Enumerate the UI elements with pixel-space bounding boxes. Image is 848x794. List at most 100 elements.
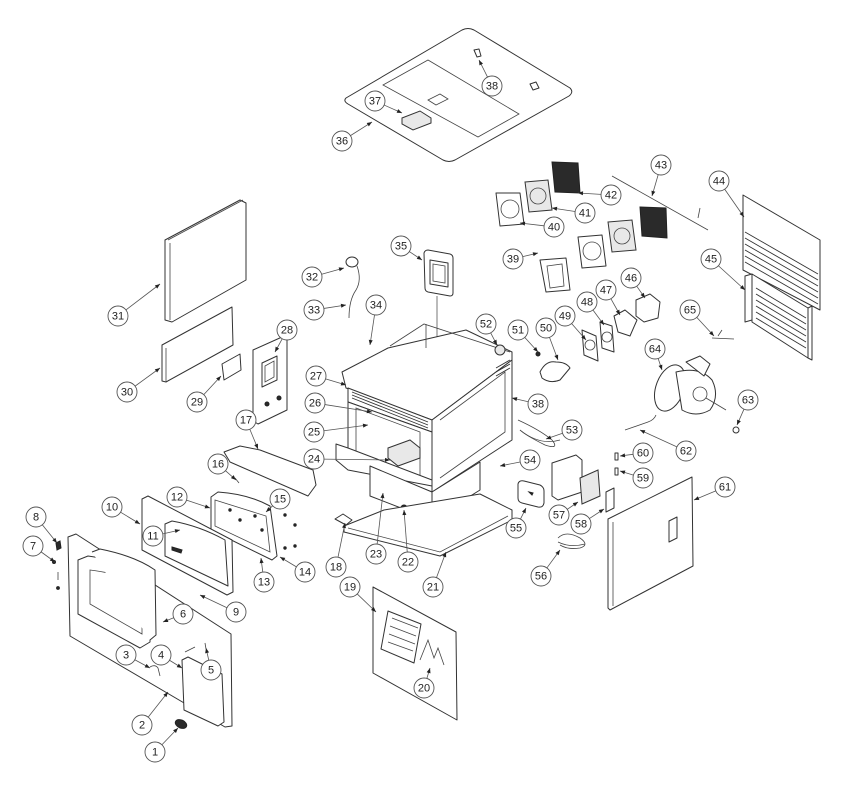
- callout-54: 54: [519, 449, 541, 471]
- leader-arrowhead: [371, 607, 376, 612]
- leader-arrowhead: [163, 618, 169, 622]
- callout-65: 65: [679, 299, 701, 321]
- svg-text:51: 51: [512, 325, 524, 337]
- callout-38-body: 38: [527, 393, 549, 415]
- part-control-panel: [252, 336, 288, 425]
- part-cable: [519, 429, 561, 443]
- svg-text:54: 54: [524, 455, 536, 467]
- callout-6: 6: [172, 603, 194, 625]
- svg-text:26: 26: [309, 398, 321, 410]
- leader-line: [323, 458, 391, 461]
- leader-arrowhead: [342, 523, 346, 529]
- leader-arrowhead: [366, 122, 372, 127]
- leader-arrowhead: [658, 364, 663, 370]
- svg-text:13: 13: [258, 577, 270, 589]
- leader-line: [134, 367, 161, 387]
- callout-62: 62: [675, 440, 697, 462]
- svg-text:5: 5: [208, 665, 214, 677]
- leader-arrowhead: [581, 334, 586, 340]
- callout-60: 60: [632, 442, 654, 464]
- svg-text:16: 16: [212, 459, 224, 471]
- callout-55: 55: [505, 517, 527, 539]
- part-door-latch-hardware: [52, 540, 62, 590]
- svg-text:65: 65: [684, 305, 696, 317]
- callout-28: 28: [276, 319, 298, 341]
- callout-38-lid: 38: [481, 75, 503, 97]
- callout-12: 12: [166, 486, 188, 508]
- svg-text:53: 53: [566, 425, 578, 437]
- leader-arrowhead: [520, 221, 526, 226]
- leader-line: [337, 522, 346, 558]
- callout-46: 46: [620, 267, 642, 289]
- svg-text:18: 18: [330, 562, 342, 574]
- leader-arrowhead: [52, 537, 57, 543]
- callout-45: 45: [700, 248, 722, 270]
- leader-arrowhead: [709, 330, 714, 336]
- leader-arrowhead: [737, 419, 741, 425]
- part-access-cover: [517, 480, 545, 508]
- part-manual-sheet: [372, 586, 458, 721]
- svg-text:1: 1: [152, 747, 158, 759]
- svg-text:36: 36: [336, 136, 348, 148]
- callout-24: 24: [303, 448, 325, 470]
- leader-arrowhead: [384, 457, 390, 462]
- leader-arrowhead: [739, 285, 745, 290]
- callout-41: 41: [574, 202, 596, 224]
- callout-49: 49: [554, 305, 576, 327]
- part-door-knob: [174, 719, 188, 729]
- part-right-side-panel: [607, 476, 694, 611]
- leader-line: [376, 492, 384, 545]
- svg-text:35: 35: [395, 241, 407, 253]
- callout-43: 43: [650, 154, 672, 176]
- part-top-lid: [344, 28, 573, 162]
- callout-23: 23: [365, 543, 387, 565]
- leader-arrowhead: [416, 255, 422, 260]
- svg-text:57: 57: [553, 510, 565, 522]
- leader-arrowhead: [205, 648, 210, 654]
- leader-arrowhead: [173, 728, 178, 733]
- parts-layer: [52, 28, 821, 729]
- svg-text:23: 23: [370, 549, 382, 561]
- leader-arrowhead: [176, 663, 182, 668]
- callout-34: 34: [365, 294, 387, 316]
- svg-text:10: 10: [106, 502, 118, 514]
- leader-arrowhead: [154, 368, 160, 373]
- callout-37: 37: [364, 90, 386, 112]
- leader-arrowhead: [620, 470, 626, 475]
- callout-5: 5: [200, 659, 222, 681]
- callout-57: 57: [548, 504, 570, 526]
- leader-arrowhead: [174, 529, 180, 534]
- leader-arrowhead: [640, 292, 645, 298]
- svg-text:58: 58: [575, 519, 587, 531]
- callout-39: 39: [502, 248, 524, 270]
- callout-53: 53: [561, 419, 583, 441]
- svg-text:61: 61: [719, 482, 731, 494]
- part-front-door-panel: [67, 533, 233, 728]
- leader-line: [324, 404, 373, 413]
- leader-arrowhead: [521, 508, 526, 514]
- svg-text:49: 49: [559, 311, 571, 323]
- leader-arrowhead: [230, 475, 236, 480]
- svg-text:38: 38: [486, 81, 498, 93]
- callout-labels: 1 2 3 4 5 6 7 8 9 10 11 12 13 14 15 16 1…: [22, 75, 759, 763]
- part-small-plate: [221, 353, 242, 381]
- svg-text:11: 11: [147, 531, 158, 543]
- leader-line: [369, 314, 375, 346]
- leader-arrowhead: [340, 303, 346, 308]
- leader-arrowhead: [49, 557, 55, 562]
- leader-arrowhead: [512, 397, 518, 402]
- leader-line: [125, 283, 161, 311]
- svg-text:55: 55: [510, 523, 522, 535]
- leader-arrowhead: [651, 190, 656, 196]
- leader-arrowhead: [134, 519, 140, 524]
- svg-text:17: 17: [240, 415, 252, 427]
- svg-text:34: 34: [370, 300, 382, 312]
- part-baffle: [223, 445, 317, 497]
- part-control-box: [551, 454, 601, 505]
- leader-arrowhead: [555, 550, 560, 556]
- svg-text:7: 7: [30, 541, 36, 553]
- part-fan-assembly: [495, 161, 668, 293]
- part-rod: [611, 175, 709, 231]
- leader-arrowhead: [280, 557, 286, 562]
